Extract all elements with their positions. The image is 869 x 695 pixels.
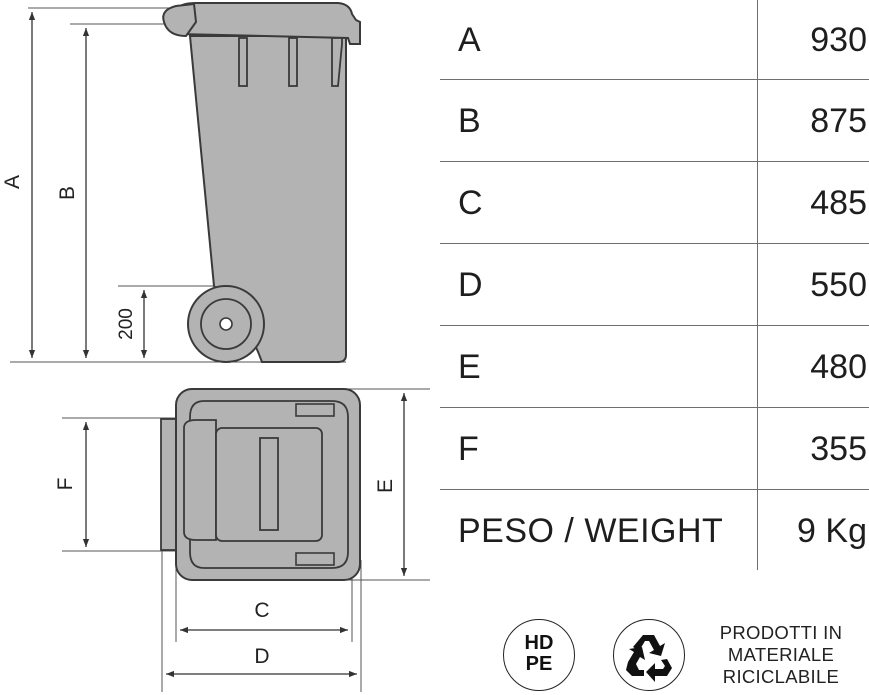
- table-column-divider: [757, 0, 758, 570]
- table-row: C 485: [440, 163, 869, 244]
- bin-top-slot: [259, 437, 279, 531]
- row-divider: [440, 243, 869, 244]
- badge-text-line-2: PE: [525, 653, 553, 675]
- spec-label: B: [458, 102, 482, 140]
- dimension-label-e: E: [374, 479, 397, 493]
- spec-label: C: [458, 184, 484, 222]
- dimension-label-wheel-height: 200: [116, 308, 137, 340]
- spec-value: 355: [810, 430, 867, 468]
- spec-value: 550: [810, 266, 867, 304]
- spec-value: 480: [810, 348, 867, 386]
- dimension-label-a: A: [1, 175, 24, 189]
- table-row: A 930: [440, 0, 869, 81]
- bin-top-handle: [183, 419, 217, 541]
- dimension-label-f: F: [54, 478, 77, 491]
- dimension-label-b: B: [56, 186, 79, 200]
- row-divider: [440, 161, 869, 162]
- bin-top-tab: [295, 552, 335, 566]
- bin-rib: [331, 37, 343, 87]
- spec-value: 875: [810, 102, 867, 140]
- table-row: F 355: [440, 409, 869, 490]
- side-view: A B 200: [1, 1, 361, 363]
- row-divider: [440, 325, 869, 326]
- spec-label: PESO / WEIGHT: [458, 512, 724, 550]
- spec-value: 485: [810, 184, 867, 222]
- spec-label: F: [458, 430, 480, 468]
- bin-rib: [238, 37, 248, 87]
- bin-rib: [288, 37, 298, 87]
- bin-wheel-hub: [219, 317, 233, 331]
- top-view: E F C D: [54, 388, 430, 692]
- spec-label: E: [458, 348, 482, 386]
- spec-label: A: [458, 21, 482, 59]
- table-row: D 550: [440, 245, 869, 326]
- bin-handle: [162, 2, 198, 38]
- dimension-label-c: C: [254, 599, 269, 622]
- spec-value: 9 Kg: [797, 512, 867, 550]
- spec-label: D: [458, 266, 484, 304]
- recycle-text-line: PRODOTTI IN: [719, 622, 843, 643]
- recycle-badge: [613, 619, 685, 691]
- recyclable-material-text: PRODOTTI IN MATERIALE RICICLABILE: [696, 622, 866, 688]
- recycle-text-line: MATERIALE: [727, 644, 835, 665]
- row-divider: [440, 489, 869, 490]
- recycle-text-line: RICICLABILE: [722, 666, 840, 687]
- table-row: PESO / WEIGHT 9 Kg: [440, 491, 869, 572]
- bin-top-tab: [295, 403, 335, 417]
- spec-value: 930: [810, 21, 867, 59]
- table-row: B 875: [440, 81, 869, 162]
- dimension-label-d: D: [254, 645, 269, 668]
- row-divider: [440, 79, 869, 80]
- hdpe-material-badge: HD PE: [503, 619, 575, 691]
- badge-text-line-1: HD: [524, 632, 554, 654]
- recycle-icon: [626, 635, 672, 682]
- row-divider: [440, 407, 869, 408]
- table-row: E 480: [440, 327, 869, 408]
